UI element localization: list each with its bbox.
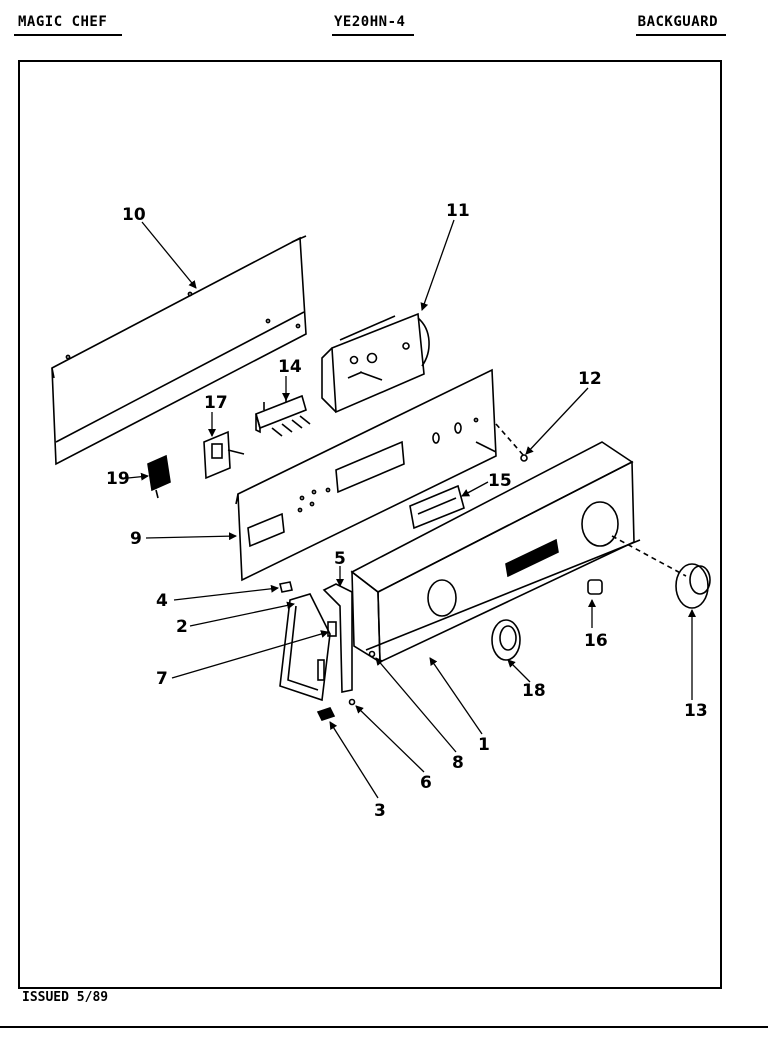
part-16-button — [587, 579, 603, 595]
leader-8 — [375, 657, 457, 753]
part-15-display — [409, 484, 465, 530]
bottom-rule — [0, 1026, 768, 1028]
section-underline — [636, 34, 726, 36]
callout-2: 2 — [176, 617, 188, 637]
diagram-frame — [18, 60, 722, 989]
leader-15 — [461, 481, 489, 497]
leader-11 — [420, 219, 455, 311]
part-11-clock-timer — [321, 312, 430, 414]
leader-6 — [355, 705, 425, 773]
brand-label: MAGIC CHEF — [18, 14, 108, 30]
part-18-knob — [491, 619, 521, 661]
part-17-switch — [203, 430, 245, 480]
leader-3 — [329, 721, 379, 799]
part-13-knob — [675, 563, 711, 609]
leader-4 — [173, 584, 279, 601]
callout-13: 13 — [684, 701, 708, 721]
callout-3: 3 — [374, 801, 386, 821]
leader-10 — [141, 221, 197, 289]
callout-19: 19 — [106, 469, 130, 489]
callout-15: 15 — [488, 471, 512, 491]
part-4-clip — [279, 581, 293, 593]
leader-9 — [145, 532, 237, 541]
model-number: YE20HN-4 — [334, 14, 406, 30]
callout-10: 10 — [122, 205, 146, 225]
callout-18: 18 — [522, 681, 546, 701]
part-14-terminal-block — [255, 394, 311, 437]
part-12-screw — [520, 454, 528, 462]
section-title: BACKGUARD — [637, 14, 718, 30]
part-2-end-cap — [279, 593, 331, 702]
callout-14: 14 — [278, 357, 302, 377]
leader-1 — [429, 657, 483, 735]
callout-11: 11 — [446, 201, 470, 221]
brand-underline — [14, 34, 122, 36]
callout-16: 16 — [584, 631, 608, 651]
leader-19 — [127, 472, 149, 481]
part-3-clip — [316, 707, 336, 721]
model-underline — [332, 34, 414, 36]
part-6-screw — [348, 698, 356, 706]
issued-date: ISSUED 5/89 — [22, 990, 109, 1005]
callout-12: 12 — [578, 369, 602, 389]
callout-7: 7 — [156, 669, 168, 689]
callout-17: 17 — [204, 393, 228, 413]
leader-18 — [507, 659, 531, 683]
leader-12 — [525, 387, 589, 455]
callout-8: 8 — [452, 753, 464, 773]
part-7-bracket — [327, 621, 337, 637]
part-10-rear-panel — [51, 235, 307, 466]
leader-2 — [189, 601, 295, 627]
callout-1: 1 — [478, 735, 490, 755]
part-1-backguard-panel — [350, 441, 641, 664]
callout-6: 6 — [420, 773, 432, 793]
callout-4: 4 — [156, 591, 168, 611]
part-8-screw — [368, 650, 376, 658]
callout-5: 5 — [334, 549, 346, 569]
callout-9: 9 — [130, 529, 142, 549]
part-9-control-panel — [235, 368, 497, 582]
part-5-trim-strip — [322, 583, 353, 693]
leader-7 — [171, 630, 329, 679]
part-19-relay — [147, 454, 171, 499]
